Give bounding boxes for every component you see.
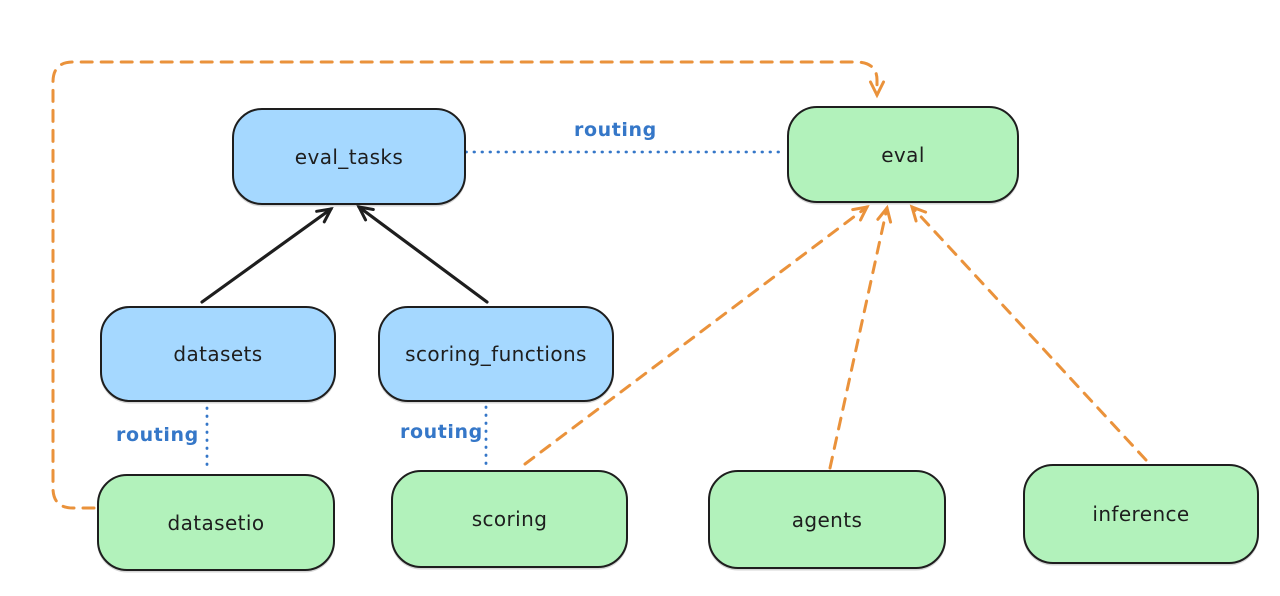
routing-label-scoring-functions-scoring: routing xyxy=(400,421,483,443)
edge-inference-to-eval xyxy=(909,204,1148,462)
node-datasets: datasets xyxy=(100,306,336,402)
routing-label-datasets-datasetio: routing xyxy=(116,424,199,446)
node-eval-tasks: eval_tasks xyxy=(232,108,466,205)
node-datasetio-label: datasetio xyxy=(167,510,265,535)
edge-scoring-functions-to-eval-tasks xyxy=(356,205,489,304)
edge-scoring-to-eval xyxy=(523,204,870,466)
node-agents: agents xyxy=(708,470,946,569)
node-datasetio: datasetio xyxy=(97,474,335,571)
node-scoring-label: scoring xyxy=(471,507,548,531)
routing-label-eval-tasks-eval: routing xyxy=(574,119,657,141)
node-eval: eval xyxy=(787,106,1019,203)
node-eval-tasks-label: eval_tasks xyxy=(294,144,404,169)
node-agents-label: agents xyxy=(791,507,863,532)
node-datasets-label: datasets xyxy=(173,342,263,366)
node-scoring-functions: scoring_functions xyxy=(378,306,614,402)
node-inference: inference xyxy=(1023,464,1259,564)
node-eval-label: eval xyxy=(881,142,925,167)
edge-datasets-to-eval-tasks xyxy=(200,207,334,304)
node-inference-label: inference xyxy=(1092,502,1190,526)
edge-agents-to-eval xyxy=(828,204,893,470)
node-scoring: scoring xyxy=(391,470,628,568)
edge-datasetio-to-eval xyxy=(51,60,885,510)
node-scoring-functions-label: scoring_functions xyxy=(405,342,587,366)
